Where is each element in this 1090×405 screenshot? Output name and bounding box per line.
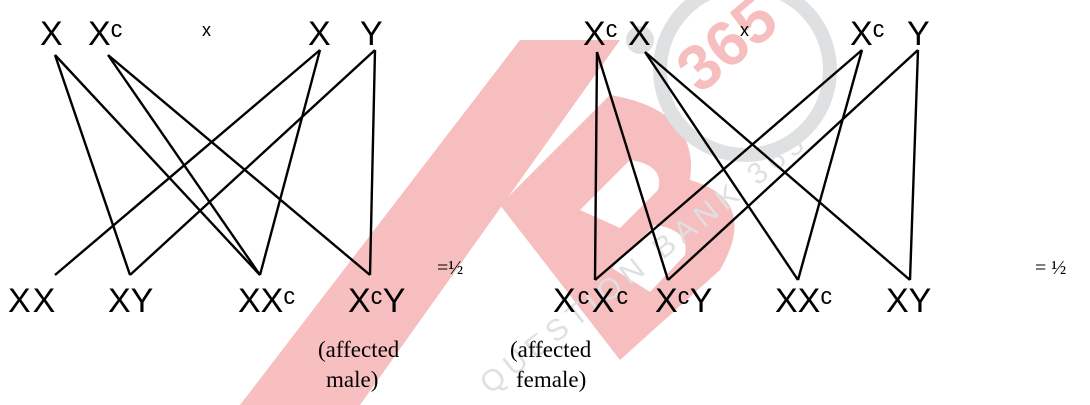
cross-1-parent-y: Y (360, 15, 383, 53)
cross-1-ratio: =½ (437, 257, 463, 279)
cross-1-cross-sign: x (202, 20, 211, 40)
cross-2-parent-xc: Xᶜ (583, 15, 618, 53)
cross-2-ratio: = ½ (1035, 257, 1066, 279)
cross-2-offspring-xcy: XᶜY (655, 282, 712, 320)
cross-2-parent-xc2: Xᶜ (850, 15, 885, 53)
cross-2-offspring-xy: XY (886, 282, 931, 320)
cross-2: Xᶜ X x Xᶜ Y XᶜXᶜ XᶜY XXᶜ XY = ½ (affecte… (510, 15, 1066, 392)
cross-1-offspring-xx: XX (8, 282, 57, 320)
cross-1-parent-x2: X (308, 15, 331, 53)
cross-2-offspring-xcxc: XᶜXᶜ (553, 282, 630, 320)
cross-1-offspring-xy: XY (108, 282, 153, 320)
cross-1-parent-x: X (40, 15, 63, 53)
cross-1-note-line-1: (affected (318, 337, 400, 362)
cross-2-cross-sign: x (740, 20, 749, 40)
cross-2-note-line-1: (affected (510, 337, 592, 362)
cross-1-parent-xc: Xᶜ (88, 15, 123, 53)
cross-1-offspring-xcy: XᶜY (348, 282, 405, 320)
cross-2-lines (593, 49, 920, 281)
watermark-logo-mark (500, 95, 735, 360)
cross-1-note-line-2: male) (326, 367, 378, 392)
watermark-red-band (240, 40, 620, 405)
cross-2-parent-y: Y (907, 15, 930, 53)
cross-1: X Xᶜ x X Y XX XY XXᶜ XᶜY =½ (affected ma… (8, 15, 463, 392)
cross-2-parent-x: X (628, 15, 651, 53)
cross-2-note-line-2: female) (516, 367, 586, 392)
watermark-ring (653, 0, 837, 162)
cross-1-offspring-xxc: XXᶜ (238, 282, 295, 320)
cross-2-offspring-xxc: XXᶜ (775, 282, 832, 320)
cross-1-lines (53, 49, 377, 276)
watermark-dot-icon (626, 26, 654, 54)
